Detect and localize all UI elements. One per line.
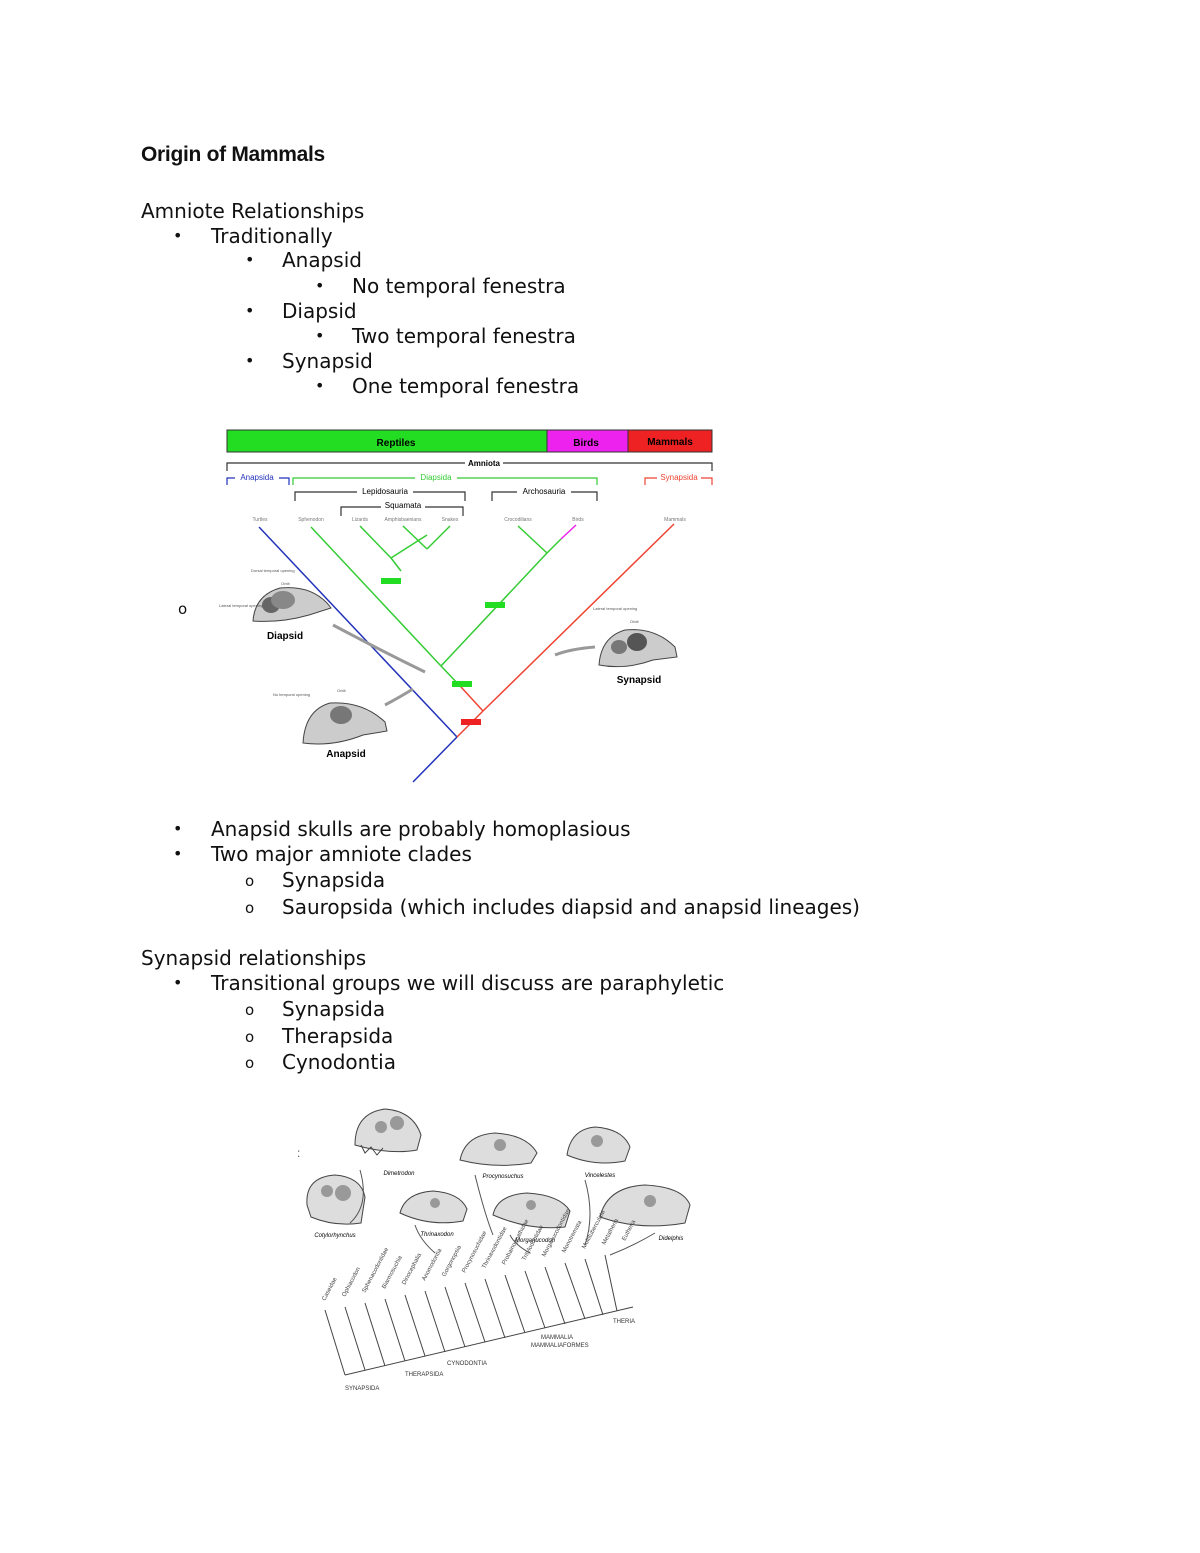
skull-thrinaxodon: Thrinaxodon <box>399 1190 468 1238</box>
clade-label: THERAPSIDA <box>405 1372 443 1378</box>
label-squamata: Squamata <box>385 501 422 510</box>
bullet: • <box>315 326 325 345</box>
skull-dimetrodon: Dimetrodon <box>354 1108 422 1177</box>
label-anapsida: Anapsida <box>240 473 274 482</box>
bullet: • <box>315 376 325 395</box>
list-item: Sauropsida (which includes diapsid and a… <box>282 895 860 919</box>
skull-label: Procynosuchus <box>482 1174 523 1180</box>
list-item: No temporal fenestra <box>352 274 566 298</box>
taxon-label: Gorgonopsia <box>441 1244 463 1278</box>
synapsid-cladogram: : Dimetrodon Procynosuchus Vincelestes C… <box>297 1108 691 1392</box>
bullet: o <box>178 600 188 618</box>
skull-label: Thrinaxodon <box>420 1232 454 1238</box>
label-diapsida: Diapsida <box>420 473 452 482</box>
bar-label-mammals: Mammals <box>647 437 693 448</box>
skull-procynosuchus: Procynosuchus <box>459 1132 538 1180</box>
skull-annotation: Orbit <box>281 581 291 586</box>
bullet: • <box>173 973 183 992</box>
skull-morganucodon: Morganucodon <box>492 1192 571 1244</box>
bar-label-reptiles: Reptiles <box>377 438 416 449</box>
taxon-label: Snakes <box>442 517 459 523</box>
amniote-cladogram: Reptiles Birds Mammals Amniota Anapsida … <box>219 429 713 783</box>
taxon-label: Ophiacodon <box>341 1267 361 1298</box>
skull-label: Cotylorhynchus <box>314 1233 355 1239</box>
label-archosauria: Archosauria <box>523 487 566 496</box>
clade-label: MAMMALIA <box>541 1335 573 1341</box>
skull-vincelestes: Vincelestes <box>566 1126 631 1179</box>
bullet: • <box>315 276 325 295</box>
skull-label: Dimetrodon <box>383 1171 415 1177</box>
list-item: Transitional groups we will discuss are … <box>211 971 725 995</box>
list-item: Anapsid skulls are probably homoplasious <box>211 817 631 841</box>
list-item: Diapsid <box>282 299 357 323</box>
taxon-label: Caseidae <box>321 1276 339 1302</box>
skull-label: Diapsid <box>267 631 303 642</box>
bar-mammals <box>627 429 713 453</box>
skull-annotation: Dorsal temporal opening <box>251 568 295 573</box>
taxon-label: Sphenodon <box>298 517 324 523</box>
taxon-label: Metatheria <box>601 1218 620 1246</box>
clade-label: THERIA <box>613 1319 635 1325</box>
taxon-label: Lizards <box>352 517 369 523</box>
bullet: • <box>245 351 255 370</box>
taxon-label: Mammals <box>664 517 686 523</box>
list-item: Synapsid <box>282 349 373 373</box>
skull-label: Synapsid <box>617 675 661 686</box>
page-title: Origin of Mammals <box>141 143 325 166</box>
list-item: Synapsida <box>282 868 386 892</box>
list-item: Synapsida <box>282 997 386 1021</box>
anapsid-skull: Anapsid No temporal opening Orbit <box>273 688 388 760</box>
section-heading-synapsid: Synapsid relationships <box>141 946 367 970</box>
bullet: • <box>173 844 183 863</box>
list-item: Traditionally <box>211 224 333 248</box>
bullet: o <box>245 1001 255 1019</box>
taxon-label: Amphisbaenians <box>385 517 422 523</box>
skull-didelphis: Didelphis <box>599 1184 691 1242</box>
bullet: • <box>173 819 183 838</box>
clade-label: MAMMALIAFORMES <box>531 1343 589 1349</box>
list-item: Two temporal fenestra <box>352 324 576 348</box>
svg-text::: : <box>297 1146 300 1160</box>
taxon-label: Crocodilians <box>504 517 532 523</box>
label-synapsida: Synapsida <box>660 473 698 482</box>
bullet: o <box>245 872 255 890</box>
clade-label: SYNAPSIDA <box>345 1386 379 1392</box>
taxon-label: Anomodontia <box>421 1247 443 1282</box>
taxon-label: Dinocephalia <box>401 1252 423 1286</box>
list-item: Two major amniote clades <box>211 842 472 866</box>
bullet: • <box>173 226 183 245</box>
list-item: Anapsid <box>282 248 362 272</box>
list-item: One temporal fenestra <box>352 374 580 398</box>
list-item: Cynodontia <box>282 1050 396 1074</box>
skull-annotation: Orbit <box>630 619 640 624</box>
section-heading-amniote: Amniote Relationships <box>141 199 365 223</box>
bullet: • <box>245 301 255 320</box>
skull-label: Didelphis <box>659 1236 684 1242</box>
skull-cotylorhynchus: Cotylorhynchus <box>306 1174 366 1239</box>
bullet: o <box>245 899 255 917</box>
label-lepidosauria: Lepidosauria <box>362 487 408 496</box>
bar-label-birds: Birds <box>573 438 599 449</box>
skull-label: Anapsid <box>326 749 365 760</box>
bullet: o <box>245 1028 255 1046</box>
skull-annotation: No temporal opening <box>273 692 310 697</box>
synapsid-skull: Synapsid Lateral temporal opening Orbit <box>593 606 678 686</box>
diapsid-skull: Diapsid Dorsal temporal opening Orbit La… <box>219 568 332 642</box>
taxon-label: Turtles <box>252 517 268 523</box>
list-item: Therapsida <box>282 1024 394 1048</box>
skull-annotation: Orbit <box>337 688 347 693</box>
skull-label: Morganucodon <box>515 1238 556 1244</box>
label-amniota: Amniota <box>468 459 501 468</box>
skull-annotation: Lateral temporal opening <box>219 603 263 608</box>
bullet: • <box>245 250 255 269</box>
skull-label: Vincelestes <box>585 1173 616 1179</box>
taxon-label: Birds <box>572 517 584 523</box>
skull-annotation: Lateral temporal opening <box>593 606 637 611</box>
clade-label: CYNODONTIA <box>447 1361 487 1367</box>
bullet: o <box>245 1054 255 1072</box>
